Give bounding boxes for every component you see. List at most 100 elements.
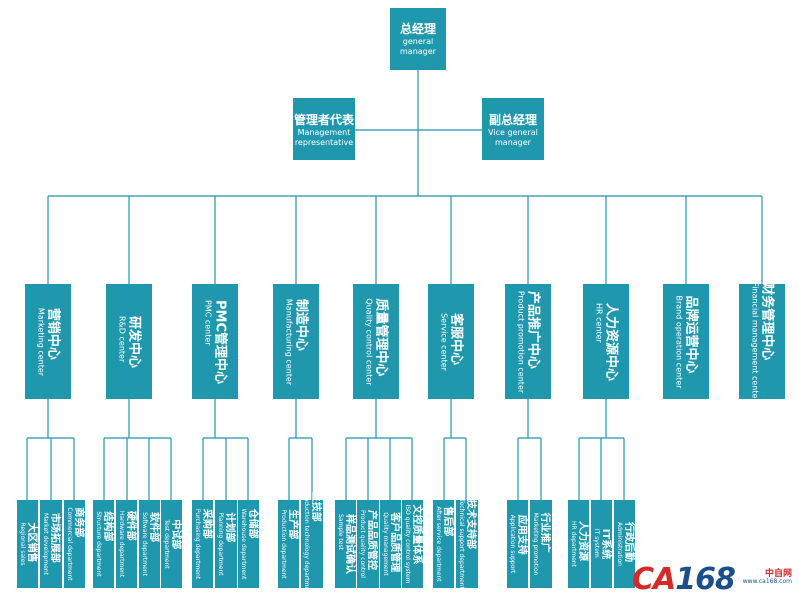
center-en: R&D center — [117, 315, 127, 362]
center-en: HR center — [594, 302, 604, 343]
vice-gm-en-2: manager — [495, 138, 531, 147]
dept-cn: 客户品质管理 — [388, 512, 400, 573]
dept-cn: 计划部 — [224, 512, 235, 543]
dept-cn: 仓储部 — [246, 508, 258, 539]
mgmt-rep-box: 管理者代表 Management representative — [293, 98, 355, 160]
center-en: PMC center — [203, 299, 213, 346]
watermark-logo: CA168 中自网 www.ca168.com — [632, 562, 792, 598]
vice-gm-title: 副总经理 — [488, 113, 537, 127]
dept-cn: 产品品质管控 — [366, 510, 377, 571]
dept-cn: 应用支持 — [515, 514, 527, 555]
gm-en-1: general — [402, 37, 434, 46]
center-cn: PMC管理中心 — [212, 299, 228, 384]
dept-en: Production department — [279, 509, 287, 579]
dept-cn: 结构部 — [101, 511, 113, 542]
dept-en: Regional sales — [18, 522, 26, 566]
dept-cn: 售后部 — [441, 506, 453, 537]
center-cn: 人力资源中心 — [603, 302, 619, 381]
dept-en: Product quality control — [359, 510, 366, 578]
dept-en: Application support — [508, 514, 516, 574]
watermark-url: www.ca168.com — [742, 578, 792, 585]
dept-cn: 中试部 — [169, 519, 181, 550]
dept-en: Sample test — [336, 514, 344, 550]
dept-cn: 技术支持部 — [465, 499, 476, 550]
center-en: Quality control center — [364, 297, 374, 386]
gm-title: 总经理 — [399, 22, 436, 36]
dept-en: Structure department — [94, 511, 102, 577]
dept-cn: 采购部 — [200, 508, 212, 539]
dept-en: Software department — [140, 512, 148, 576]
mgmt-rep-title: 管理者代表 — [293, 113, 354, 127]
dept-en: Technical support department — [458, 499, 465, 589]
dept-cn: IT系统 — [599, 528, 611, 560]
dept-en: Purchasing department — [193, 508, 201, 580]
center-en: Service center — [439, 312, 449, 371]
dept-cn: 生技部 — [310, 491, 321, 522]
dept-en: ISO quality control system — [403, 504, 411, 584]
center-en: Brand operation center — [674, 294, 684, 389]
center-en: Manufacturing center — [284, 298, 294, 385]
dept-cn: 大区销售 — [25, 522, 37, 563]
vice-gm-en-1: Vice general — [488, 128, 538, 137]
mgmt-rep-en-2: representative — [294, 138, 354, 147]
watermark-cn: 中自网 — [764, 569, 792, 579]
center-cn: 研发中心 — [126, 315, 142, 368]
dept-en: IT system — [592, 528, 600, 558]
center-en: Financial management center — [750, 281, 760, 402]
dept-en: Market development — [42, 512, 49, 576]
vice-gm-box: 副总经理 Vice general manager — [482, 98, 544, 160]
dept-cn: 行政后勤 — [622, 522, 634, 563]
dept-en: Marketing promotion — [532, 512, 539, 576]
dept-cn: 软件部 — [147, 512, 159, 543]
center-cn: 质量管理中心 — [373, 297, 389, 376]
dept-cn: 硬件部 — [124, 510, 136, 541]
logo-text-b: 168 — [675, 562, 736, 597]
logo-text-a: CA — [632, 562, 676, 597]
dept-cn: 市场拓展部 — [49, 512, 60, 563]
dept-en: Administration — [615, 522, 623, 566]
center-cn: 营销中心 — [45, 307, 61, 360]
dept-en: Quality management — [381, 512, 389, 576]
center-cn: 产品推广中心 — [525, 290, 541, 369]
gm-en-2: manager — [400, 47, 436, 56]
center-cn: 客服中心 — [448, 312, 464, 365]
dept-en: After service department — [434, 506, 442, 582]
dept-cn: 人力资源 — [576, 520, 588, 561]
dept-cn: 文控质量体系 — [410, 504, 422, 565]
center-cn: 制造中心 — [293, 298, 309, 351]
dept-en: Hardware department — [117, 510, 125, 578]
dept-cn: 商务部 — [72, 507, 84, 538]
